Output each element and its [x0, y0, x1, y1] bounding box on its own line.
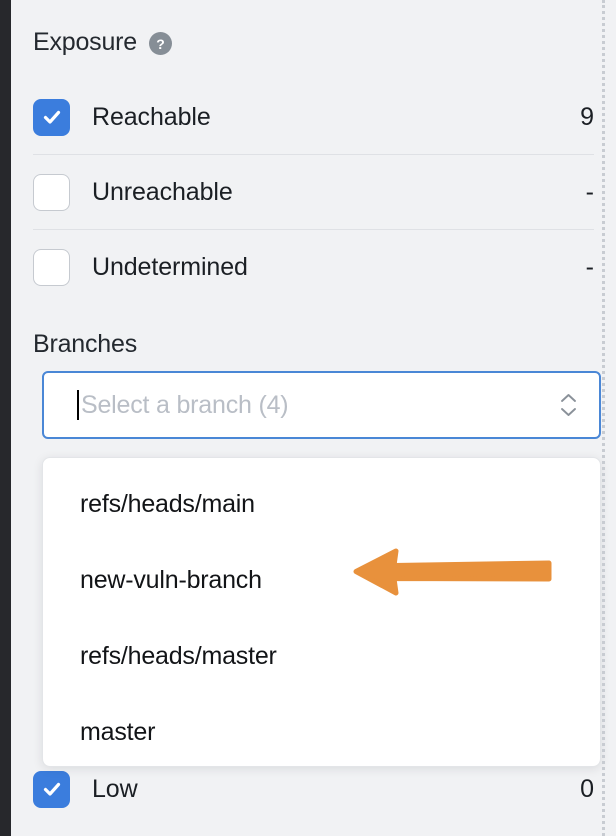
checkmark-icon[interactable] — [33, 770, 70, 808]
branch-select-placeholder: Select a branch (4) — [81, 390, 289, 419]
dropdown-option-refs-heads-main[interactable]: refs/heads/main — [80, 489, 255, 518]
left-edge-rail — [0, 0, 11, 836]
filter-label: Reachable — [92, 102, 211, 131]
filter-row-unreachable[interactable]: Unreachable - — [33, 154, 594, 229]
help-circle-icon[interactable]: ? — [149, 32, 173, 55]
empty-checkbox-icon[interactable] — [33, 248, 70, 286]
checkmark-icon[interactable] — [33, 98, 70, 136]
exposure-section-header: Exposure ? — [33, 28, 173, 57]
filter-label: Unreachable — [92, 177, 233, 206]
right-dotted-guide — [602, 0, 605, 836]
exposure-filter-list: Reachable 9 Unreachable - Undetermined - — [33, 80, 594, 304]
chevron-up-down-icon[interactable] — [560, 393, 577, 417]
filter-count: 9 — [580, 102, 594, 131]
branch-select-input[interactable]: Select a branch (4) — [42, 371, 601, 439]
filter-label: Low — [92, 774, 138, 803]
filter-label: Undetermined — [92, 252, 248, 281]
filter-count: 0 — [580, 774, 594, 803]
page-title: Exposure — [33, 28, 138, 56]
branches-label: Branches — [33, 330, 138, 358]
filter-count: - — [585, 252, 594, 281]
dropdown-option-new-vuln-branch[interactable]: new-vuln-branch — [80, 565, 262, 594]
filters-panel: Exposure ? Reachable 9 Unreachable - Und… — [11, 0, 616, 836]
text-caret — [77, 390, 79, 420]
filter-row-low[interactable]: Low 0 — [33, 752, 594, 826]
filter-row-undetermined[interactable]: Undetermined - — [33, 229, 594, 304]
branch-dropdown-list[interactable]: refs/heads/main new-vuln-branch refs/hea… — [42, 457, 601, 767]
dropdown-option-master[interactable]: master — [80, 717, 156, 746]
filter-row-reachable[interactable]: Reachable 9 — [33, 80, 594, 154]
filter-count: - — [585, 177, 594, 206]
dropdown-option-refs-heads-master[interactable]: refs/heads/master — [80, 641, 277, 670]
empty-checkbox-icon[interactable] — [33, 173, 70, 211]
